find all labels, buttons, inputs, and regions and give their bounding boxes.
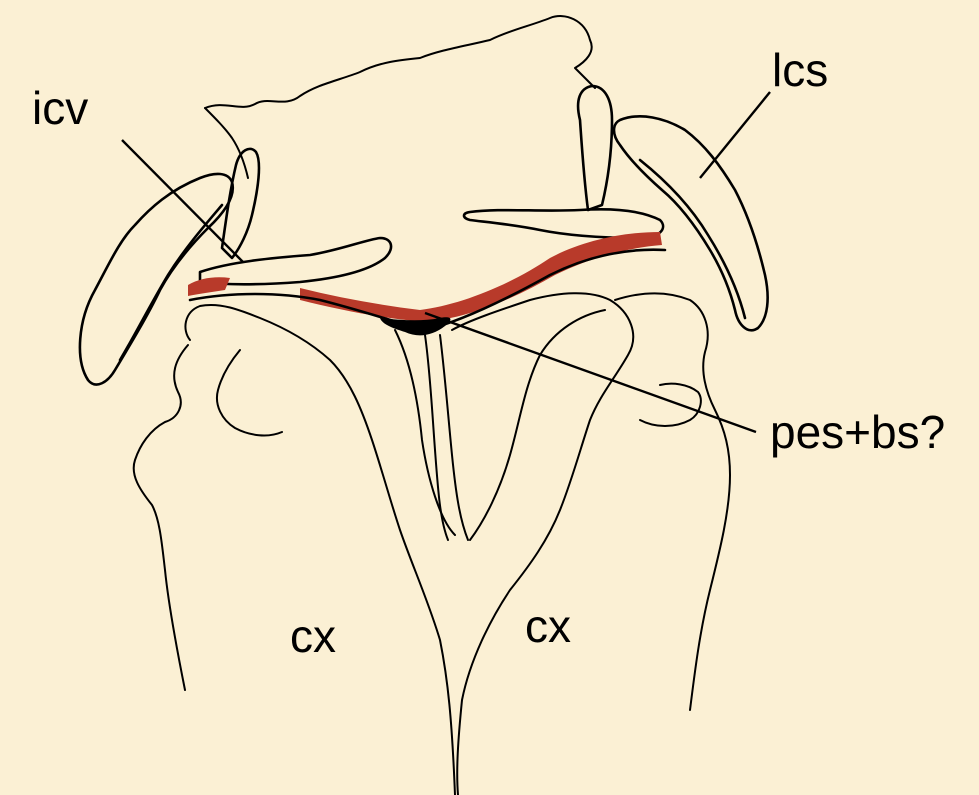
label-cx-left: cx bbox=[290, 610, 336, 662]
label-pes-bs: pes+bs? bbox=[770, 406, 945, 458]
label-lcs: lcs bbox=[772, 44, 828, 96]
label-cx-right: cx bbox=[525, 600, 571, 652]
label-icv: icv bbox=[32, 82, 88, 134]
